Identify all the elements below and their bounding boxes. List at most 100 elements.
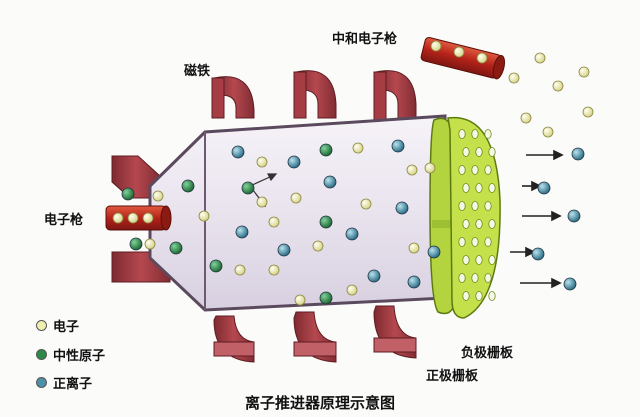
electron-dot-icon: [36, 320, 47, 331]
magnet-top-2: [293, 70, 337, 119]
positive-ion-particle: [567, 209, 581, 223]
grid-hole: [484, 129, 492, 139]
electron-particle: [152, 190, 164, 202]
positive-ion-particle: [391, 139, 405, 153]
particles: [112, 40, 594, 306]
neutral-atom-particle: [169, 241, 183, 255]
electron-particle: [268, 264, 280, 276]
positive-ion-particle: [367, 269, 381, 283]
electron-particle: [294, 294, 306, 306]
electron-particle: [256, 196, 268, 208]
grid-hole: [458, 273, 466, 283]
electron-particle: [534, 52, 546, 64]
positive-ion-particle: [235, 225, 249, 239]
magnet-bottom-3: [373, 305, 417, 359]
positive-ion-dot-icon: [36, 377, 47, 388]
positive-ion-particle: [563, 277, 577, 291]
grid-hole: [488, 291, 496, 301]
grid-hole: [475, 255, 483, 265]
electron-particle: [290, 192, 302, 204]
positive-ion-particle: [407, 275, 421, 289]
magnet-top-3: [373, 70, 417, 121]
positive-ion-particle: [537, 181, 551, 195]
electron-particle: [360, 198, 372, 210]
positive-ion-particle: [395, 201, 409, 215]
grid-hole: [475, 219, 483, 229]
grid-hole: [475, 183, 483, 193]
positive-ion-particle: [427, 245, 441, 259]
positive-ion-particle: [323, 175, 337, 189]
electron-particle: [406, 164, 418, 176]
grid-hole: [458, 129, 466, 139]
grid-hole: [462, 183, 470, 193]
grid-hole: [471, 237, 479, 247]
grid-holes: [458, 129, 496, 301]
grid-hole: [488, 183, 496, 193]
electron-particle: [112, 212, 124, 224]
electron-gun-label: 电子枪: [44, 213, 84, 228]
grid-hole: [488, 219, 496, 229]
neutral-atom-particle: [319, 143, 333, 157]
electron-particle: [408, 242, 420, 254]
grid-hole: [484, 237, 492, 247]
negative-grid-label: 负极栅板: [461, 346, 514, 361]
exhaust-arrows: [510, 149, 564, 289]
grid-hole: [458, 165, 466, 175]
grid-hole: [484, 273, 492, 283]
neutral-atom-particle: [319, 215, 333, 229]
electron-particle: [578, 66, 590, 78]
electron-particle: [424, 162, 436, 174]
legend-item-positive-ion: 正离子: [36, 373, 92, 392]
grid-hole: [484, 201, 492, 211]
grid-hole: [488, 147, 496, 157]
electron-particle: [127, 212, 139, 224]
positive-ion-particle: [571, 147, 585, 161]
neutral-atom-particle: [129, 237, 143, 251]
legend-item-electron: 电子: [36, 316, 79, 335]
grid-hole: [484, 165, 492, 175]
neutral-atom-dot-icon: [36, 349, 47, 360]
grid-hole: [462, 255, 470, 265]
grid-hole: [475, 291, 483, 301]
grid-hole: [462, 291, 470, 301]
grid-hole: [488, 255, 496, 265]
positive-ion-particle: [287, 155, 301, 169]
neutral-atom-particle: [319, 291, 333, 305]
grid-hole: [458, 237, 466, 247]
electron-particle: [520, 112, 532, 124]
electron-particle: [346, 284, 358, 296]
neutral-atom-particle: [209, 259, 223, 273]
diagram-title: 离子推进器原理示意图: [244, 394, 395, 412]
grid-hole: [471, 201, 479, 211]
positive-ion-particle: [277, 243, 291, 257]
electron-particle: [268, 216, 280, 228]
neutral-atom-particle: [121, 187, 135, 201]
positive-ion-particle: [231, 145, 245, 159]
electron-particle: [144, 238, 156, 250]
neutralizer-gun-label: 中和电子枪: [332, 32, 398, 47]
grid-hole: [475, 147, 483, 157]
legend-label: 中性原子: [53, 349, 106, 364]
grid-hole: [462, 147, 470, 157]
grid-hole: [471, 165, 479, 175]
grid-hole: [462, 219, 470, 229]
electron-particle: [476, 52, 488, 64]
neutral-atom-particle: [181, 179, 195, 193]
legend-label: 正离子: [53, 377, 93, 392]
electron-particle: [453, 46, 465, 58]
magnet-label: 磁铁: [184, 64, 211, 79]
magnet-bottom-2: [293, 311, 337, 363]
neutral-atom-particle: [241, 181, 255, 195]
electron-particle: [234, 264, 246, 276]
positive-ion-particle: [345, 227, 359, 241]
electron-particle: [508, 72, 520, 84]
positive-ion-particle: [531, 247, 545, 261]
legend-label: 电子: [53, 320, 80, 335]
electron-particle: [256, 156, 268, 168]
electron-particle: [142, 212, 154, 224]
grid-hole: [471, 273, 479, 283]
magnet-bottom-1: [213, 315, 255, 363]
electron-particle: [582, 106, 594, 118]
